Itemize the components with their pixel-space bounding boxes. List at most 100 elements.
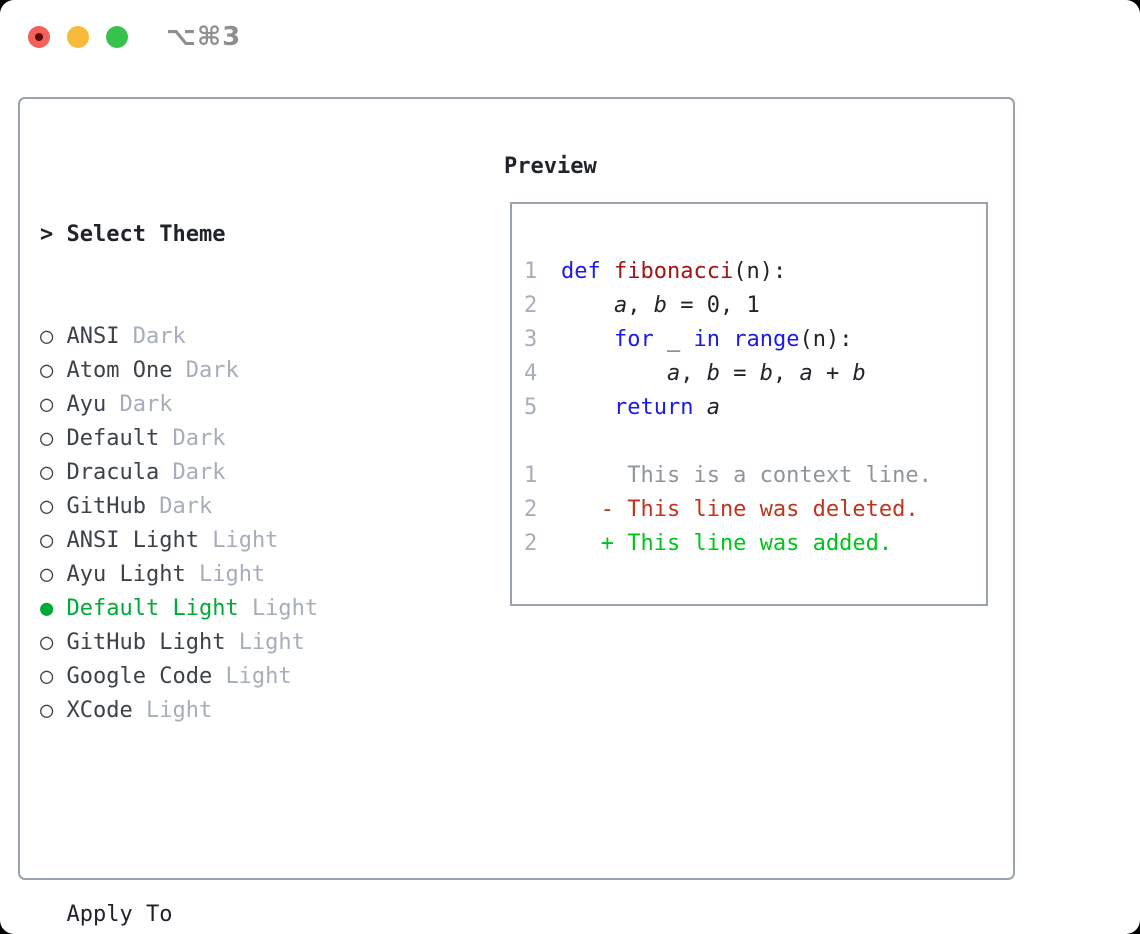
code-token: - This line was deleted. (561, 497, 919, 522)
preview-line: 4 a, b = b, a + b (524, 357, 932, 391)
preview-line: 3 for _ in range(n): (524, 323, 932, 357)
theme-option-ansi[interactable]: ○ ANSI Dark (40, 320, 411, 354)
preview-line: 1 This is a context line. (524, 459, 932, 493)
code-token: (n): (733, 259, 787, 284)
theme-name: ANSI (53, 324, 133, 349)
theme-variant-label: Light (198, 562, 266, 587)
line-number: 1 (524, 259, 538, 284)
code-token: b (852, 361, 866, 386)
theme-variant-label: Dark (172, 426, 226, 451)
code-token: a (666, 361, 681, 386)
radio-icon[interactable]: ○ (40, 528, 54, 553)
theme-name: Google Code (53, 664, 226, 689)
main-panel: > Select Theme ○ ANSI Dark○ Atom One Dar… (18, 97, 1015, 927)
theme-name: Dracula (53, 460, 173, 485)
code-token: b (653, 293, 667, 318)
code-token: in (693, 327, 720, 352)
code-token (561, 327, 614, 352)
code-token: (n): (799, 327, 853, 352)
radio-selected-icon[interactable]: ● (40, 596, 54, 621)
theme-name: GitHub Light (53, 630, 239, 655)
code-token (561, 293, 614, 318)
code-token: fibonacci (614, 259, 734, 284)
theme-variant-label: Dark (172, 460, 226, 485)
radio-icon[interactable]: ○ (40, 426, 54, 451)
select-theme-header: > Select Theme (40, 222, 226, 247)
theme-list: ○ ANSI Dark○ Atom One Dark○ Ayu Dark○ De… (40, 320, 411, 728)
line-number: 5 (524, 395, 538, 420)
theme-option-default[interactable]: ○ Default Dark (40, 422, 411, 456)
line-number: 2 (524, 293, 538, 318)
theme-variant-label: Light (238, 630, 305, 655)
theme-name: Ayu Light (53, 562, 199, 587)
theme-name: Default Light (53, 596, 252, 621)
preview-line: 2 - This line was deleted. (524, 493, 932, 527)
code-token: for (613, 327, 654, 352)
code-token: = 0, 1 (666, 293, 760, 318)
titlebar: ⌥⌘3 (0, 0, 1140, 70)
close-button[interactable] (28, 26, 50, 48)
code-token: def (561, 259, 601, 284)
radio-icon[interactable]: ○ (40, 460, 54, 485)
line-number: 2 (524, 531, 538, 556)
code-token: + (812, 361, 853, 386)
theme-name: GitHub (53, 494, 160, 519)
theme-variant-label: Dark (132, 324, 186, 349)
theme-name: ANSI Light (53, 528, 213, 553)
code-token (601, 259, 614, 284)
theme-option-ayu-light[interactable]: ○ Ayu Light Light (40, 558, 411, 592)
theme-option-default-light[interactable]: ● Default Light Light (40, 592, 411, 626)
apply-to-header: Apply To (66, 902, 173, 927)
theme-option-ansi-light[interactable]: ○ ANSI Light Light (40, 524, 411, 558)
code-token: _ (653, 327, 694, 352)
code-token: return (613, 395, 694, 420)
theme-variant-label: Light (251, 596, 319, 621)
radio-icon[interactable]: ○ (40, 392, 54, 417)
code-token: a (799, 361, 813, 386)
code-token: range (733, 327, 800, 352)
theme-variant-label: Light (145, 698, 213, 723)
theme-name: Atom One (53, 358, 186, 383)
theme-name: Ayu (53, 392, 120, 417)
radio-icon[interactable]: ○ (40, 562, 54, 587)
radio-icon[interactable]: ○ (40, 324, 54, 349)
theme-option-dracula[interactable]: ○ Dracula Dark (40, 456, 411, 490)
theme-name: XCode (53, 698, 146, 723)
line-number: 1 (524, 463, 538, 488)
preview-line: 2 + This line was added. (524, 527, 932, 561)
theme-variant-label: Light (212, 528, 279, 553)
radio-icon[interactable]: ○ (40, 494, 54, 519)
theme-option-atom-one[interactable]: ○ Atom One Dark (40, 354, 411, 388)
preview-title: Preview (504, 154, 597, 179)
spacer (40, 796, 411, 830)
theme-option-xcode[interactable]: ○ XCode Light (40, 694, 411, 728)
radio-icon[interactable]: ○ (40, 358, 54, 383)
minimize-button[interactable] (67, 26, 89, 48)
theme-option-google-code[interactable]: ○ Google Code Light (40, 660, 411, 694)
theme-name: Default (53, 426, 173, 451)
radio-icon[interactable]: ○ (40, 630, 54, 655)
zoom-button[interactable] (106, 26, 128, 48)
code-token: = (719, 361, 760, 386)
window-title: ⌥⌘3 (166, 22, 242, 52)
preview-line: 2 a, b = 0, 1 (524, 289, 932, 323)
code-token: , (772, 361, 800, 386)
radio-icon[interactable]: ○ (40, 664, 54, 689)
line-number: 4 (524, 361, 538, 386)
line-number: 3 (524, 327, 538, 352)
theme-picker: > Select Theme ○ ANSI Dark○ Atom One Dar… (40, 150, 411, 934)
code-token (561, 395, 614, 420)
preview-line: 5 return a (524, 391, 932, 425)
theme-option-ayu[interactable]: ○ Ayu Dark (40, 388, 411, 422)
code-token: b (759, 361, 773, 386)
code-token (693, 395, 706, 420)
theme-option-github[interactable]: ○ GitHub Dark (40, 490, 411, 524)
theme-option-github-light[interactable]: ○ GitHub Light Light (40, 626, 411, 660)
preview-line: 1 def fibonacci(n): (524, 255, 932, 289)
theme-variant-label: Light (225, 664, 292, 689)
code-token (561, 361, 667, 386)
radio-icon[interactable]: ○ (40, 698, 54, 723)
